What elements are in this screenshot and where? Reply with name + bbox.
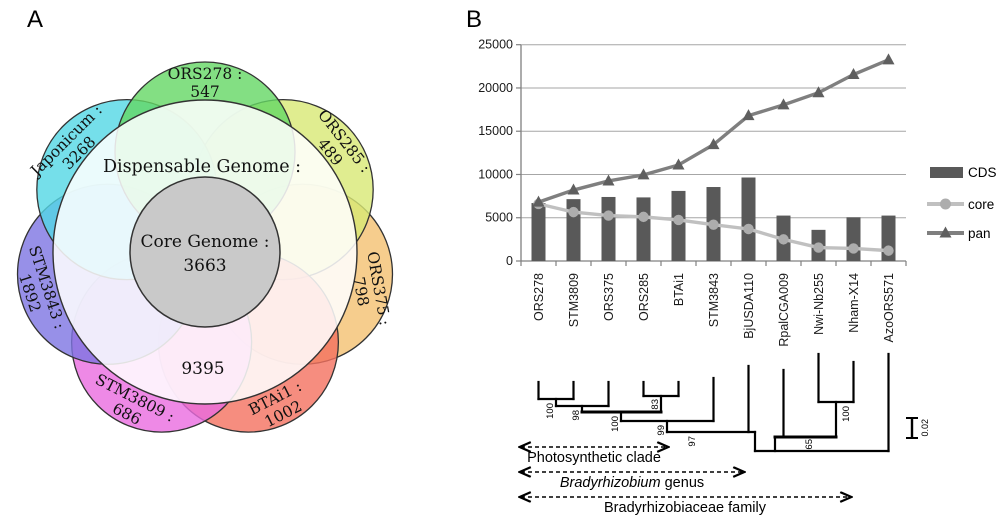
bar-ORS375 [601, 196, 616, 261]
bar-BjUSDA110 [741, 177, 756, 261]
bootstrap-value-7: 100 [841, 406, 852, 422]
core-marker-BTAi1 [673, 214, 684, 226]
pan-marker-STM3809 [567, 183, 580, 195]
dispensable-genome-value: 9395 [181, 359, 224, 379]
core-genome-circle [129, 176, 281, 328]
bootstrap-value-0: 100 [545, 403, 556, 419]
core-marker-STM3809 [568, 206, 579, 218]
x-label-RpalCGA009: RpalCGA009 [777, 273, 791, 347]
bar-ORS285 [636, 197, 651, 261]
y-tick-label-25000: 25000 [478, 38, 513, 52]
pan-marker-AzoORS571 [882, 53, 895, 65]
pan-marker-BjUSDA110 [742, 109, 755, 121]
panel-b-label: B [466, 6, 483, 33]
pan-marker-BTAi1 [672, 158, 685, 170]
y-tick-label-20000: 20000 [478, 81, 513, 95]
x-label-Nwi-Nb255: Nwi-Nb255 [812, 273, 826, 335]
x-label-ORS285: ORS285 [637, 273, 651, 321]
scale-bar-label: 0.02 [920, 419, 930, 437]
legend-marker-pan [939, 226, 952, 238]
x-label-STM3843: STM3843 [707, 273, 721, 327]
dispensable-genome-label: Dispensable Genome : [103, 157, 301, 177]
legend-label-cds: CDS [968, 165, 997, 180]
clade-label-2: Bradyrhizobiaceae family [604, 500, 767, 516]
legend-label-core: core [968, 197, 994, 212]
legend-swatch-cds [930, 167, 963, 178]
bar-BTAi1 [671, 190, 686, 261]
petal-value-ORS375: 798 [349, 275, 372, 307]
core-marker-ORS375 [603, 210, 614, 221]
legend-marker-core [940, 198, 951, 210]
y-tick-label-0: 0 [506, 254, 513, 268]
bootstrap-value-4: 99 [656, 425, 667, 436]
core-marker-Nwi-Nb255 [813, 242, 824, 253]
core-marker-ORS285 [638, 211, 649, 223]
x-label-Nham-X14: Nham-X14 [847, 273, 861, 333]
bar-ORS278 [531, 203, 546, 261]
petal-label-ORS278: ORS278 :547 [168, 65, 243, 101]
core-genome-value: 3663 [183, 256, 226, 276]
x-label-ORS278: ORS278 [532, 273, 546, 321]
core-marker-STM3843 [708, 219, 719, 230]
x-label-BTAi1: BTAi1 [672, 273, 686, 306]
pan-marker-ORS278 [532, 195, 545, 207]
core-marker-RpalCGA009 [778, 234, 789, 245]
y-tick-label-10000: 10000 [478, 167, 513, 181]
core-marker-AzoORS571 [883, 245, 894, 256]
petal-value-ORS278: 547 [190, 83, 220, 101]
bootstrap-value-6: 65 [804, 439, 815, 450]
bootstrap-value-3: 83 [650, 399, 661, 410]
x-label-ORS375: ORS375 [602, 273, 616, 321]
clade-label-0: Photosynthetic clade [527, 450, 661, 466]
pan-marker-Nham-X14 [847, 68, 860, 80]
bar-Nham-X14 [846, 217, 861, 261]
bootstrap-value-2: 100 [610, 416, 621, 432]
legend-label-pan: pan [968, 226, 991, 241]
pan-marker-ORS285 [637, 168, 650, 180]
core-genome-label: Core Genome : [141, 232, 270, 252]
clade-label-1: Bradyrhizobium genus [560, 475, 704, 491]
y-tick-label-5000: 5000 [485, 211, 513, 225]
y-tick-label-15000: 15000 [478, 124, 513, 138]
flower-diagram: Dispensable Genome : 9395 Core Genome : 366… [15, 61, 394, 433]
pan-marker-ORS375 [602, 174, 615, 186]
pan-marker-Nwi-Nb255 [812, 86, 825, 98]
panel-a-label: A [27, 6, 44, 33]
x-label-BjUSDA110: BjUSDA110 [742, 273, 756, 339]
x-label-STM3809: STM3809 [567, 273, 581, 327]
pan-marker-STM3843 [707, 138, 720, 150]
core-marker-BjUSDA110 [743, 223, 754, 235]
petal-name-ORS278: ORS278 : [168, 65, 243, 83]
core-marker-Nham-X14 [848, 243, 859, 254]
x-label-AzoORS571: AzoORS571 [882, 273, 896, 343]
pan-marker-RpalCGA009 [777, 98, 790, 110]
bootstrap-value-1: 98 [571, 410, 582, 421]
bootstrap-value-5: 97 [687, 436, 698, 447]
